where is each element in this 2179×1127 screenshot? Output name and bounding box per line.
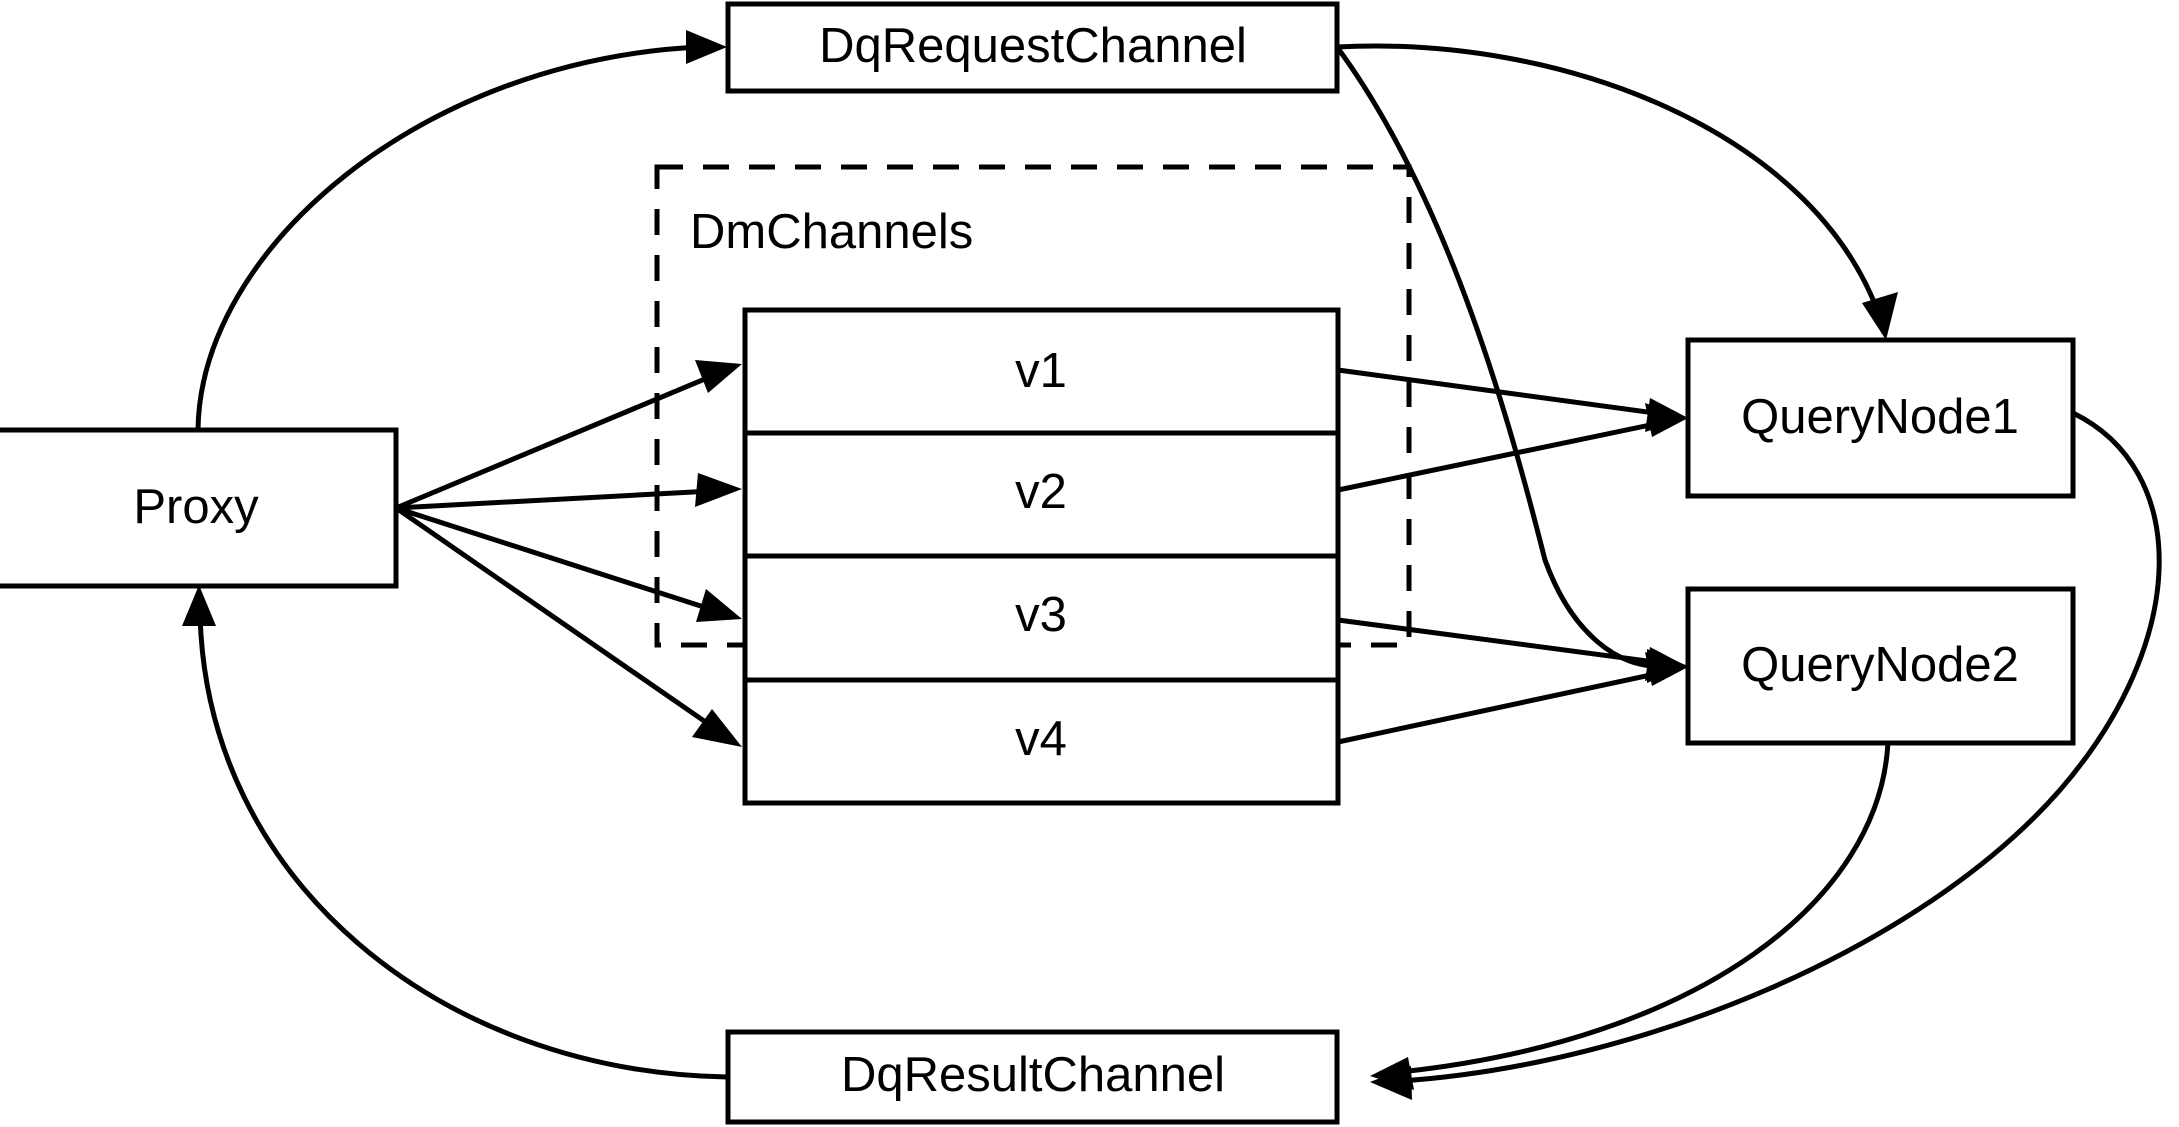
edge-proxy-to-v1 <box>395 360 742 511</box>
arrowhead-icon <box>1645 652 1688 686</box>
node-query-node-2[interactable]: QueryNode2 <box>1685 586 2076 746</box>
edge-proxy-to-v2 <box>395 473 742 511</box>
arrowhead-icon <box>696 589 742 622</box>
edge-v1-to-query-node-1 <box>1337 367 1688 432</box>
edge-dq-request-channel-to-query-node-1 <box>1336 43 1898 340</box>
edge-dq-result-channel-to-proxy <box>182 585 728 1080</box>
dm-channels-dashed-border <box>654 164 1412 648</box>
dq-result-channel-label: DqResultChannel <box>841 1048 1225 1102</box>
query-node-1-box[interactable] <box>1685 337 2076 499</box>
edge-query-node-1-to-dq-result-channel <box>1370 410 2162 1100</box>
dq-request-channel-box[interactable] <box>725 1 1340 94</box>
edge-dq-request-channel-to-query-node-2 <box>1334 45 1688 683</box>
edge-v2-to-query-node-1 <box>1337 403 1688 493</box>
arrowhead-icon <box>1645 403 1688 437</box>
arrowhead-icon <box>1862 292 1898 340</box>
arrowhead-icon <box>1370 1057 1414 1090</box>
node-query-node-1[interactable]: QueryNode1 <box>1685 337 2076 499</box>
node-proxy[interactable]: Proxy <box>0 427 399 589</box>
channel-stack: v1 v2 v3 v4 <box>742 307 1341 806</box>
query-node-1-label: QueryNode1 <box>1741 390 2019 444</box>
edge-query-node-2-to-dq-result-channel <box>1370 741 1891 1090</box>
channel-label-v3: v3 <box>1015 588 1067 642</box>
edge-proxy-to-dq-request-channel <box>195 30 727 431</box>
arrowhead-icon <box>695 360 742 393</box>
node-dq-request-channel[interactable]: DqRequestChannel <box>725 1 1340 94</box>
arrowhead-icon <box>695 473 742 507</box>
edge-proxy-to-v4 <box>394 505 742 747</box>
query-node-2-box[interactable] <box>1685 586 2076 746</box>
node-dq-result-channel[interactable]: DqResultChannel <box>725 1029 1340 1125</box>
dq-result-channel-box[interactable] <box>725 1029 1340 1125</box>
proxy-label: Proxy <box>133 480 259 534</box>
channel-label-v2: v2 <box>1015 465 1067 519</box>
dm-channels-group: DmChannels <box>654 164 1412 648</box>
edge-proxy-to-v3 <box>395 505 742 622</box>
edge-v3-to-query-node-2 <box>1337 617 1688 681</box>
arrowhead-icon <box>182 585 216 626</box>
arrowhead-icon <box>692 709 742 747</box>
channel-label-v4: v4 <box>1015 712 1067 766</box>
channel-label-v1: v1 <box>1015 344 1067 398</box>
dm-channels-label: DmChannels <box>690 205 973 259</box>
edge-v4-to-query-node-2 <box>1337 652 1688 745</box>
dq-request-channel-label: DqRequestChannel <box>819 19 1247 73</box>
query-node-2-label: QueryNode2 <box>1741 638 2019 692</box>
proxy-box[interactable] <box>0 427 399 589</box>
arrowhead-icon <box>686 30 727 64</box>
